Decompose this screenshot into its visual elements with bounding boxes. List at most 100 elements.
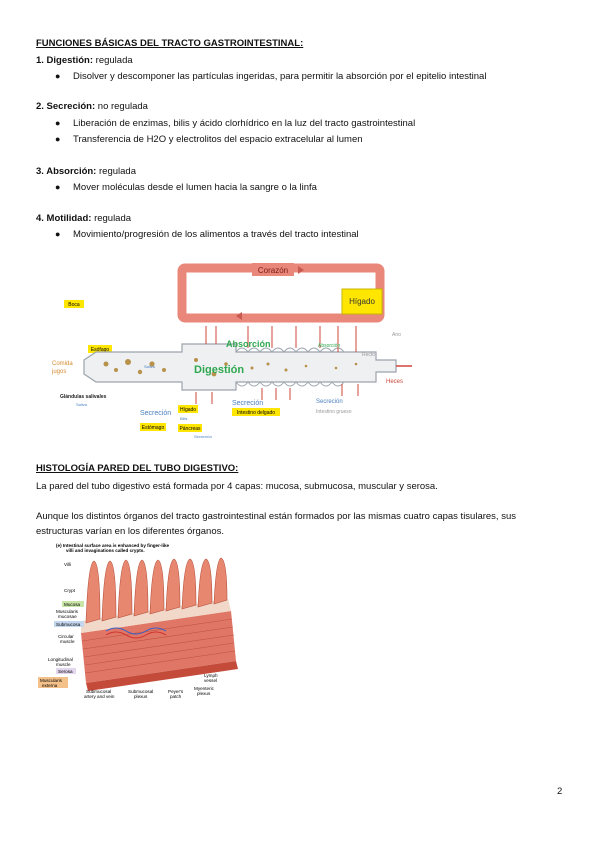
- rectum-label: Recto: [362, 352, 375, 358]
- esophagus-box: [88, 345, 112, 353]
- item-status: regulada: [99, 166, 136, 177]
- large-intestine-label: Intestino grueso: [316, 409, 352, 415]
- secretion-arrows: [195, 384, 359, 404]
- submucosa-box: [54, 621, 84, 627]
- stomach-box: [140, 423, 166, 431]
- page-number: 2: [557, 786, 563, 797]
- item-status: regulada: [95, 55, 133, 66]
- lymph-label-1: Lymph: [204, 673, 218, 678]
- villi: [85, 557, 228, 624]
- circular-label-2: muscle: [60, 639, 75, 644]
- item-status: no regulada: [97, 101, 148, 112]
- bullet-text: Liberación de enzimas, bilis y ácido clo…: [73, 118, 416, 129]
- pancreas-box: [178, 424, 202, 432]
- serosa-label: Serosa: [58, 669, 73, 674]
- item-digestion: 1. Digestión: regulada: [36, 55, 133, 67]
- muscle-striations: [81, 618, 236, 674]
- secretion-label-1: Secreción: [140, 410, 171, 417]
- bullet-text: Mover moléculas desde el lumen hacia la …: [73, 182, 317, 193]
- longitudinal-label-1: Longitudinal: [48, 657, 73, 662]
- liver-bottom-box: [178, 405, 198, 413]
- crypt-label: Crypt: [64, 588, 76, 593]
- muscle-layer: [81, 611, 236, 683]
- myenteric-label-1: Myenteric: [194, 686, 215, 691]
- feces-label: Heces: [386, 379, 403, 385]
- submucosal-plexus-label-2: plexus: [134, 694, 148, 699]
- bullet-icon: ●: [55, 182, 61, 192]
- liver-label: Hígado: [349, 297, 375, 306]
- lymph-label-2: vessel: [204, 678, 217, 683]
- longitudinal-layer: [86, 661, 238, 691]
- submucosa-layer: [81, 599, 231, 633]
- mouth-box: [64, 300, 84, 308]
- pancreas-sub-label: Secreción: [194, 434, 212, 439]
- mouth-label: Boca: [68, 302, 80, 308]
- paragraph-organos-line2: estructuras varían en los diferentes órg…: [36, 526, 224, 537]
- mucosa-box: [62, 601, 84, 607]
- absorption-arrows: [205, 326, 357, 352]
- saliva-label: Saliva: [76, 402, 88, 407]
- submucosal-av-label-2: artery and vein: [84, 694, 115, 699]
- absorption-label: Absorción: [226, 339, 271, 349]
- item-motilidad: 4. Motilidad: regulada: [36, 213, 131, 225]
- arrow-icon: [298, 266, 304, 274]
- salivary-label: Glándulas salivales: [60, 394, 107, 400]
- section-title-histologia: HISTOLOGÍA PARED DEL TUBO DIGESTIVO:: [36, 463, 239, 474]
- gi-function-diagram: Corazón Hígado Boca Esófago Comida jugos…: [51, 263, 412, 439]
- saliva-inner-label: Saliva: [144, 364, 156, 369]
- caption-line-2: villi and invaginations called crypts.: [66, 548, 145, 553]
- muscularis-externa-label-2: externa: [42, 683, 58, 688]
- esophagus-label: Esófago: [91, 347, 110, 353]
- peyers-label-1: Peyer's: [168, 689, 184, 694]
- item-heading: 1. Digestión:: [36, 55, 94, 66]
- item-heading: 2. Secreción:: [36, 101, 96, 112]
- muscularis-externa-label-1: Muscularis: [40, 678, 63, 683]
- serosa-box: [56, 668, 76, 674]
- anus-label: Ano: [392, 332, 401, 338]
- mucosa-label: Mucosa: [64, 602, 81, 607]
- bullet-icon: ●: [55, 134, 61, 144]
- food-label: Comida: [52, 361, 73, 367]
- muscularis-mucosae-label-2: mucosae: [58, 614, 77, 619]
- absorption-small-label: Absorción: [318, 343, 340, 349]
- bullet-text: Movimiento/progresión de los alimentos a…: [73, 229, 359, 240]
- intestinal-wall-diagram: (e) Intestinal surface area is enhanced …: [38, 543, 238, 699]
- gi-tube: [83, 343, 397, 391]
- vessels: [105, 627, 167, 639]
- pancreas-label: Páncreas: [179, 426, 201, 432]
- myenteric-label-2: plexus: [197, 691, 211, 696]
- item-secrecion: 2. Secreción: no regulada: [36, 101, 148, 113]
- muscularis-mucosae-label-1: Muscularis: [56, 609, 79, 614]
- digestion-label: Digestión: [194, 364, 244, 376]
- liver-bottom-label: Hígado: [180, 407, 196, 413]
- circular-label-1: Circular: [58, 634, 74, 639]
- heart-box: [252, 263, 294, 276]
- bile-label: Bilis: [180, 416, 187, 421]
- bullet-text: Disolver y descomponer las partículas in…: [73, 71, 487, 82]
- bullet-text: Transferencia de H2O y electrolitos del …: [73, 134, 363, 145]
- intestine-wall-bottom: [235, 381, 345, 387]
- bullet-icon: ●: [55, 71, 61, 81]
- item-heading: 3. Absorción:: [36, 166, 97, 177]
- food-particles: [103, 358, 358, 377]
- intestine-wall-top: [235, 347, 345, 353]
- small-intestine-label: Intestino delgado: [237, 410, 275, 416]
- paragraph-capas: La pared del tubo digestivo está formada…: [36, 481, 438, 492]
- submucosal-av-label-1: Submucosal: [86, 689, 111, 694]
- item-status: regulada: [94, 213, 132, 224]
- arrow-icon: [236, 312, 242, 320]
- paragraph-organos-line1: Aunque los distintos órganos del tracto …: [36, 511, 516, 522]
- item-absorcion: 3. Absorción: regulada: [36, 166, 136, 178]
- liver-box: [341, 288, 383, 315]
- stomach-label: Estómago: [142, 425, 165, 431]
- caption-line-1: (e) Intestinal surface area is enhanced …: [56, 543, 170, 548]
- submucosa-label: Submucosa: [56, 622, 81, 627]
- small-intestine-box: [232, 408, 280, 416]
- longitudinal-label-2: muscle: [56, 662, 71, 667]
- peyers-label-2: patch: [170, 694, 182, 699]
- muscularis-externa-box: [38, 677, 68, 688]
- secretion-label-3: Secreción: [316, 399, 343, 405]
- section-title-funciones: FUNCIONES BÁSICAS DEL TRACTO GASTROINTES…: [36, 38, 304, 49]
- submucosal-plexus-label-1: Submucosal: [128, 689, 153, 694]
- villi-label: Villi: [64, 562, 71, 567]
